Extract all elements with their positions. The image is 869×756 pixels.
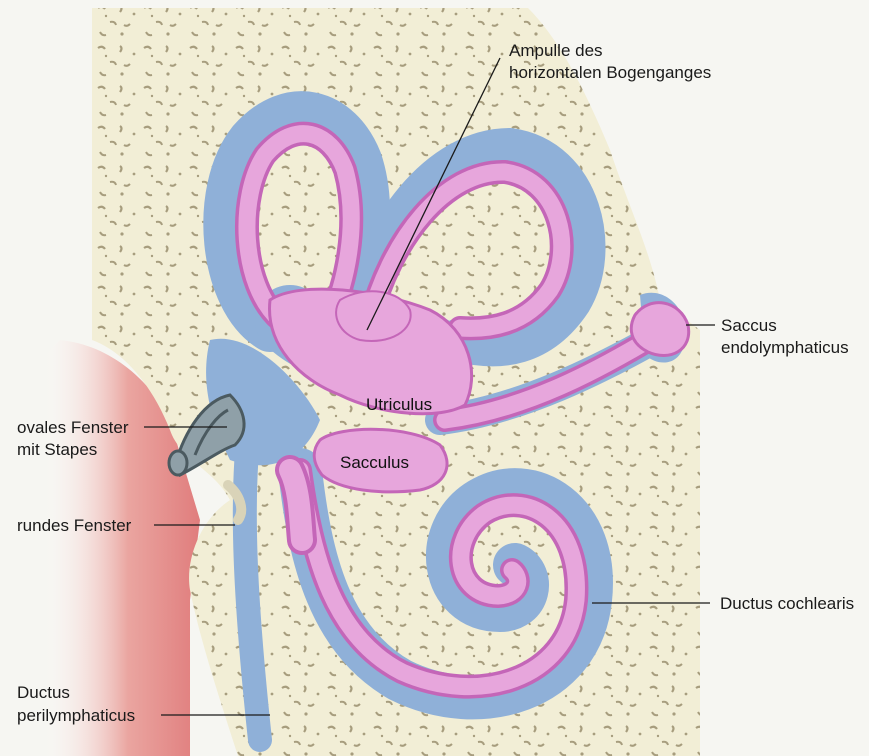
label-ampulle-line1: Ampulle des	[509, 41, 603, 60]
label-sacculus: Sacculus	[340, 453, 409, 472]
ductus-reuniens	[290, 470, 302, 540]
label-perilymph-line2: perilymphaticus	[17, 706, 135, 725]
label-ampulle-line2: horizontalen Bogenganges	[509, 63, 711, 82]
label-rundes-fenster: rundes Fenster	[17, 516, 132, 535]
label-perilymph-line1: Ductus	[17, 683, 70, 702]
saccus-endolymphaticus-body	[631, 303, 688, 356]
label-ductus-cochlearis: Ductus cochlearis	[720, 594, 854, 613]
label-saccus-line2: endolymphaticus	[721, 338, 849, 357]
label-ovales-line1: ovales Fenster	[17, 418, 129, 437]
label-utriculus: Utriculus	[366, 395, 432, 414]
label-ovales-line2: mit Stapes	[17, 440, 97, 459]
label-saccus-line1: Saccus	[721, 316, 777, 335]
